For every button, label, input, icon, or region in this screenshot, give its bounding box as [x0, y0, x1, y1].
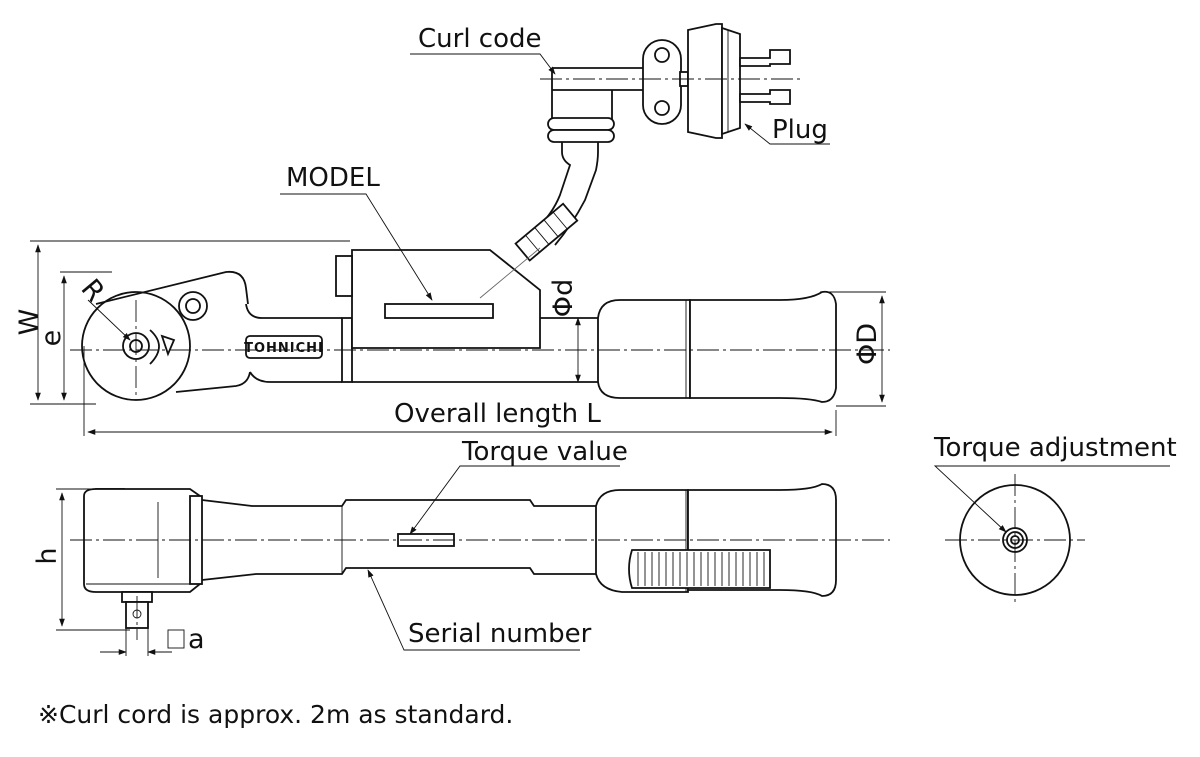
dim-h-label: h [32, 547, 63, 564]
dimensions-front-view [56, 488, 185, 656]
footnote: ※Curl cord is approx. 2m as standard. [38, 700, 514, 729]
curl-code-label: Curl code [418, 24, 542, 54]
dim-phi-D-label: ΦD [852, 323, 883, 365]
curl-cord-drawing [514, 90, 615, 262]
wrench-side-view: TOHNICHI [70, 249, 890, 403]
plug-drawing [540, 23, 800, 139]
dim-e-label: e [36, 330, 67, 347]
dim-phi-d-label: Φd [548, 279, 579, 317]
wrench-front-view [70, 483, 890, 640]
plug-label: Plug [772, 115, 828, 145]
dimensions-side-view [30, 240, 886, 436]
dim-a-label: a [188, 624, 205, 655]
leader-lines [280, 53, 1170, 651]
torque-adjustment-label: Torque adjustment [933, 433, 1177, 463]
torque-value-label: Torque value [461, 437, 628, 467]
brand-engraving: TOHNICHI [244, 341, 324, 356]
dim-W-label: W [14, 309, 45, 336]
torque-adjustment-end-view [945, 474, 1085, 606]
overall-length-label: Overall length L [394, 399, 601, 429]
serial-number-label: Serial number [408, 619, 592, 649]
model-label: MODEL [286, 163, 380, 193]
